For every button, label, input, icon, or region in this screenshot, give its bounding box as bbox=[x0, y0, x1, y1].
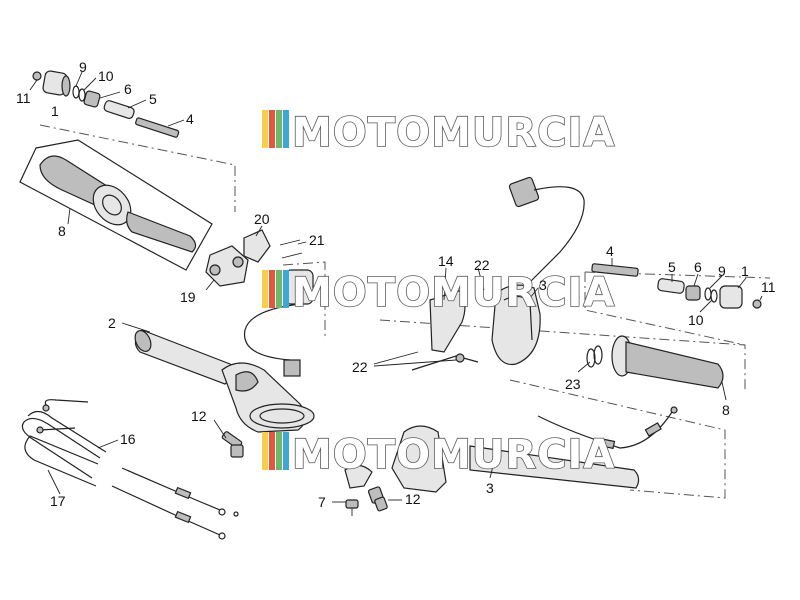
label-17: 17 bbox=[50, 493, 66, 509]
label-21: 21 bbox=[309, 232, 325, 248]
watermark-text: MOTOMURCIA bbox=[292, 432, 615, 478]
weight-face bbox=[61, 75, 71, 97]
lower-right-assembly bbox=[344, 406, 678, 493]
label-5-right: 5 bbox=[668, 259, 676, 275]
label-23: 23 bbox=[565, 376, 581, 392]
grip-flange bbox=[92, 184, 132, 226]
right-switch-assembly bbox=[411, 176, 585, 371]
rod-4-right bbox=[591, 263, 639, 277]
label-6-right: 6 bbox=[694, 259, 702, 275]
left-end-parts bbox=[32, 70, 180, 138]
watermark-text: MOTOMURCIA bbox=[292, 270, 615, 316]
watermark-middle: MOTOMURCIA bbox=[262, 269, 615, 317]
watermark-text: MOTOMURCIA bbox=[292, 110, 615, 156]
grip-b bbox=[126, 211, 197, 253]
bracket-14 bbox=[429, 289, 466, 353]
label-22-bottom: 22 bbox=[352, 359, 368, 375]
watermark-top: MOTOMURCIA bbox=[262, 109, 615, 157]
switch-connector bbox=[283, 359, 301, 377]
leader-lines bbox=[29, 71, 763, 503]
label-3-bottom: 3 bbox=[486, 480, 494, 496]
label-19: 19 bbox=[180, 289, 196, 305]
watermark-bottom: MOTOMURCIA bbox=[262, 431, 615, 479]
label-9-left: 9 bbox=[79, 59, 87, 75]
handlebar-2 bbox=[134, 329, 315, 433]
clamp-ring bbox=[249, 403, 315, 429]
oring-9-right bbox=[704, 287, 712, 301]
switch-housing-3 bbox=[491, 284, 541, 366]
label-16: 16 bbox=[120, 431, 136, 447]
end-weight-1-right bbox=[719, 285, 743, 309]
oring-23b bbox=[593, 345, 603, 365]
label-10-left: 10 bbox=[98, 68, 114, 84]
bottom-screws bbox=[345, 486, 388, 516]
cable-upper bbox=[121, 467, 221, 511]
cable-lower bbox=[111, 485, 221, 536]
label-4-left: 4 bbox=[186, 111, 194, 127]
handlebar-3 bbox=[469, 445, 640, 489]
rod-4-left bbox=[135, 117, 180, 138]
screw-11-right bbox=[752, 299, 762, 309]
left-switch-wire bbox=[243, 269, 314, 377]
bolt-12-left bbox=[221, 431, 244, 458]
label-11-right: 11 bbox=[761, 279, 776, 295]
insert-6-left bbox=[83, 90, 101, 108]
clamp-19 bbox=[205, 245, 249, 287]
spacer-5-left bbox=[103, 100, 135, 119]
callout-labels: 11 9 10 6 1 5 4 8 20 21 19 14 22 3 4 5 6… bbox=[16, 59, 776, 510]
right-switch-wire bbox=[529, 186, 585, 283]
screw-21b bbox=[281, 252, 303, 259]
label-9-right: 9 bbox=[718, 263, 726, 279]
washer-10-right bbox=[710, 289, 718, 303]
label-7: 7 bbox=[318, 494, 326, 510]
grip-right bbox=[625, 341, 724, 389]
label-5-left: 5 bbox=[149, 91, 157, 107]
label-12-bottom: 12 bbox=[405, 491, 421, 507]
switch-wire bbox=[243, 303, 301, 372]
grip-group-8-right bbox=[586, 335, 724, 389]
oring-9-left bbox=[72, 85, 80, 99]
switch-housing-lower bbox=[391, 425, 447, 493]
label-11-left: 11 bbox=[16, 90, 31, 106]
insert-6-right bbox=[685, 285, 701, 301]
clamp-parts bbox=[205, 229, 303, 287]
label-14: 14 bbox=[438, 253, 454, 269]
screw-21a bbox=[279, 239, 301, 246]
right-connector bbox=[508, 176, 540, 208]
label-1-right: 1 bbox=[741, 263, 749, 279]
label-6-left: 6 bbox=[124, 81, 132, 97]
bracket-7 bbox=[344, 464, 373, 489]
washer-10-left bbox=[78, 88, 86, 102]
label-10-right: 10 bbox=[688, 312, 704, 328]
spacer-5-right bbox=[657, 278, 685, 294]
label-12-left: 12 bbox=[191, 408, 207, 424]
right-end-parts bbox=[591, 263, 762, 309]
label-8-left: 8 bbox=[58, 223, 66, 239]
throttle-cables bbox=[21, 399, 239, 540]
oring-23a bbox=[586, 348, 596, 368]
label-22-top: 22 bbox=[474, 257, 490, 273]
label-4-right: 4 bbox=[606, 243, 614, 259]
label-8-right: 8 bbox=[722, 402, 730, 418]
label-1-left: 1 bbox=[51, 103, 59, 119]
wire-22 bbox=[411, 355, 479, 371]
label-20: 20 bbox=[254, 211, 270, 227]
grip-group-8-left bbox=[19, 139, 213, 271]
label-3-top: 3 bbox=[539, 277, 547, 293]
screw-11-left bbox=[32, 71, 42, 81]
label-2: 2 bbox=[108, 315, 116, 331]
